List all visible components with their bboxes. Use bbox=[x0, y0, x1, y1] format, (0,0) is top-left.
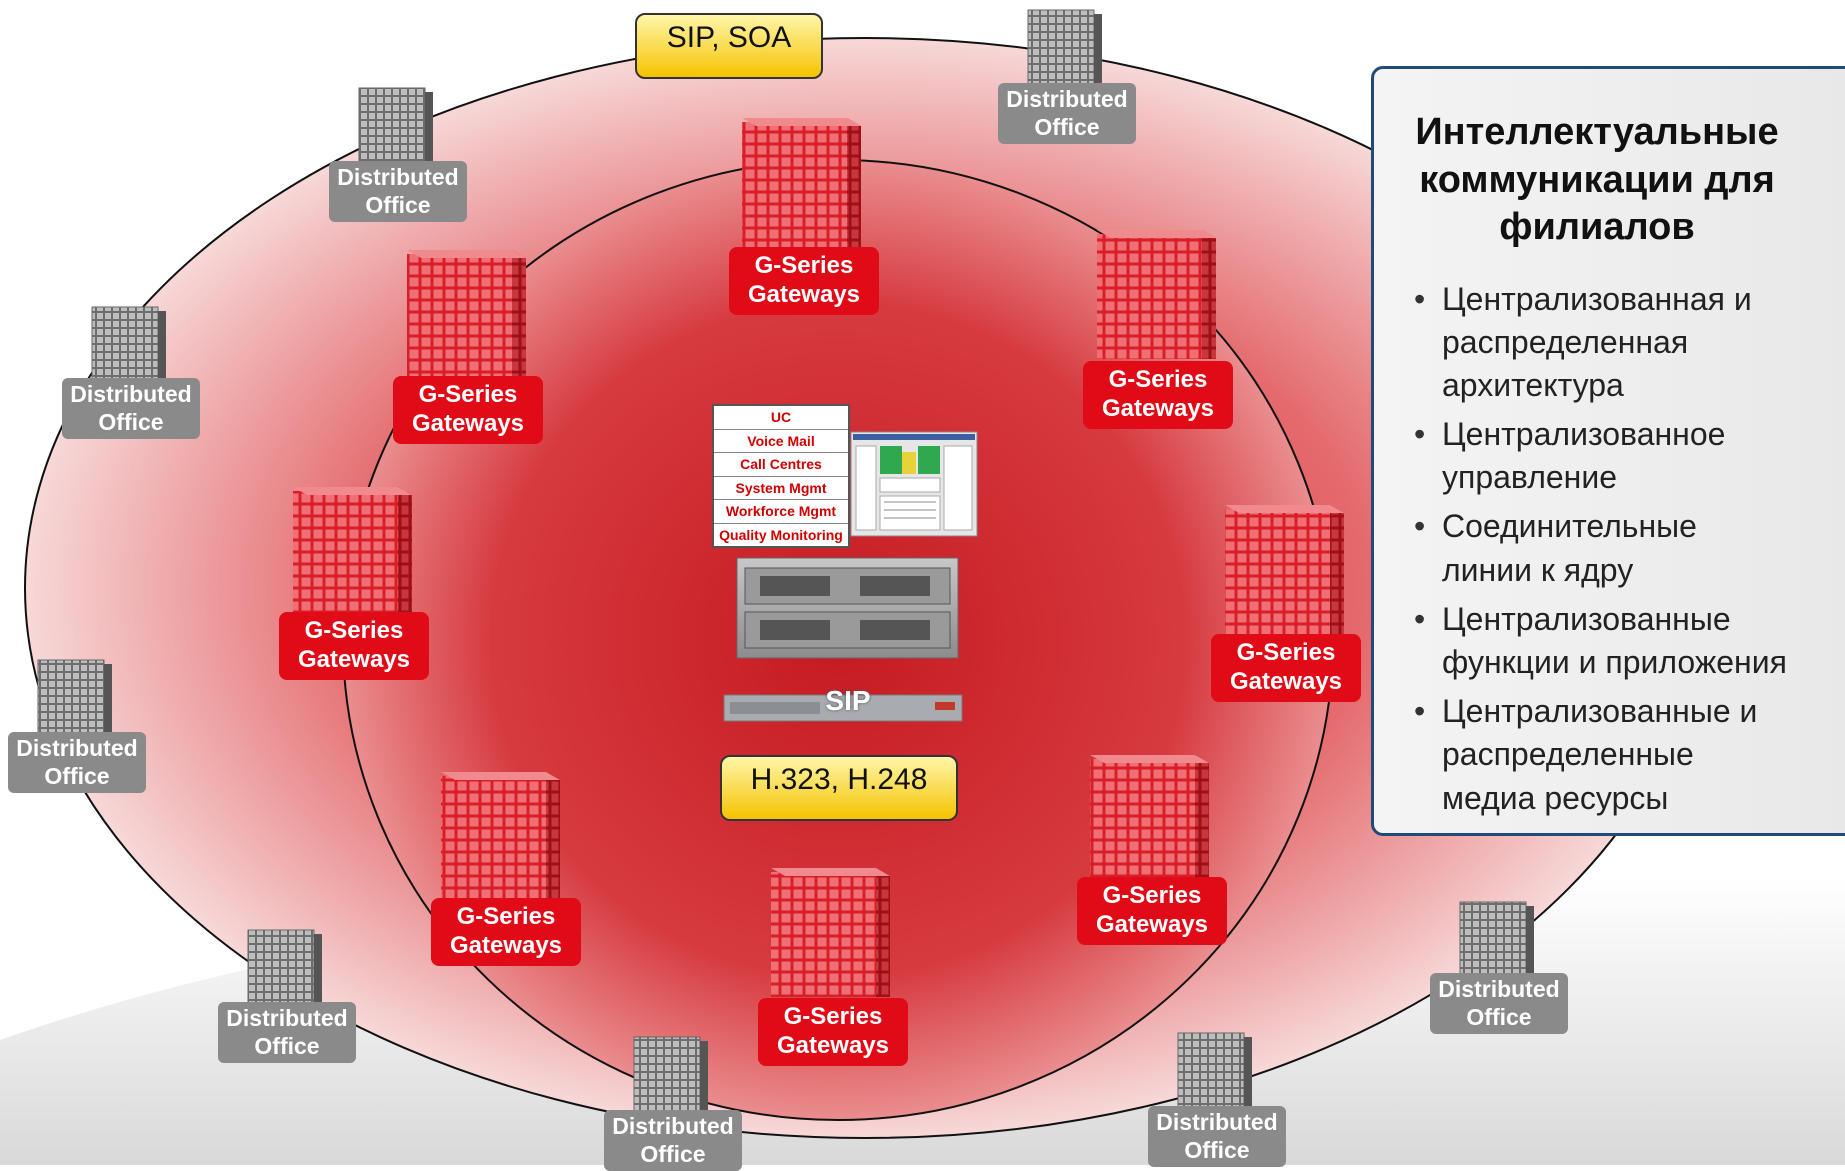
office-building-icon bbox=[1177, 1032, 1252, 1108]
distributed-office-label: Distributed Office bbox=[329, 161, 467, 223]
application-item: Quality Monitoring bbox=[719, 526, 843, 543]
distributed-office-label: Distributed Office bbox=[998, 83, 1136, 145]
gateway-building-icon bbox=[1097, 230, 1216, 359]
distributed-office-label: Distributed Office bbox=[1148, 1106, 1286, 1168]
gateway-building-icon bbox=[293, 487, 412, 616]
distributed-office-label: Distributed Office bbox=[8, 732, 146, 794]
distributed-office-label: Distributed Office bbox=[218, 1002, 356, 1064]
gateway-label: G-Series Gateways bbox=[729, 247, 879, 315]
office-building-icon bbox=[1459, 901, 1534, 977]
application-item: System Mgmt bbox=[714, 477, 848, 500]
office-buildings bbox=[37, 9, 1534, 1112]
gateway-building-icon bbox=[771, 868, 890, 997]
distributed-office-label: Distributed Office bbox=[1430, 973, 1568, 1035]
gateway-building-icon bbox=[1225, 505, 1344, 634]
sip-device-label: SIP bbox=[825, 685, 871, 716]
office-building-icon bbox=[633, 1036, 708, 1112]
panel-title: Интеллектуальные коммуникации для филиал… bbox=[1415, 111, 1779, 248]
gateway-label: G-Series Gateways bbox=[1083, 361, 1233, 429]
office-building-icon bbox=[247, 929, 322, 1005]
gateway-label: G-Series Gateways bbox=[758, 998, 908, 1066]
panel-bullet-item: Централизованные и распределенные медиа … bbox=[1412, 690, 1838, 820]
gateway-building-icon bbox=[441, 772, 560, 901]
panel-bullet-item: Централизованная и распределенная архите… bbox=[1412, 278, 1838, 408]
panel-bullet-item: Централизованные функции и приложения bbox=[1412, 598, 1838, 684]
panel-bullet-item: Централизованное управление bbox=[1412, 413, 1838, 499]
gateway-buildings bbox=[293, 118, 1344, 997]
application-item: Voice Mail bbox=[714, 430, 848, 453]
application-item: UC bbox=[714, 406, 848, 430]
application-item: Call Centres bbox=[714, 453, 848, 477]
panel-bullet-list: Централизованная и распределенная архите… bbox=[1412, 278, 1838, 820]
protocol-center-label: H.323, H.248 bbox=[720, 755, 958, 821]
distributed-office-label: Distributed Office bbox=[604, 1110, 742, 1171]
management-screenshot-icon bbox=[850, 431, 978, 537]
gateway-building-icon bbox=[1090, 755, 1209, 884]
distributed-office-label: Distributed Office bbox=[62, 378, 200, 440]
gateway-label: G-Series Gateways bbox=[1077, 877, 1227, 945]
gateway-building-icon bbox=[407, 250, 526, 379]
gateway-label: G-Series Gateways bbox=[393, 376, 543, 444]
office-building-icon bbox=[91, 306, 166, 382]
office-building-icon bbox=[1027, 9, 1102, 85]
gateway-label: G-Series Gateways bbox=[279, 612, 429, 680]
rack-server-icon bbox=[736, 557, 959, 659]
sip-appliance-icon bbox=[723, 694, 963, 722]
office-building-icon bbox=[358, 87, 433, 163]
protocol-top-label: SIP, SOA bbox=[635, 13, 823, 79]
gateway-label: G-Series Gateways bbox=[1211, 634, 1361, 702]
gateway-building-icon bbox=[742, 118, 861, 247]
gateway-label: G-Series Gateways bbox=[431, 898, 581, 966]
panel-bullet-item: Соединительные линии к ядру bbox=[1412, 505, 1838, 591]
info-panel: Интеллектуальные коммуникации для филиал… bbox=[1371, 66, 1845, 836]
application-item: Workforce Mgmt bbox=[714, 500, 848, 524]
office-building-icon bbox=[37, 659, 112, 735]
